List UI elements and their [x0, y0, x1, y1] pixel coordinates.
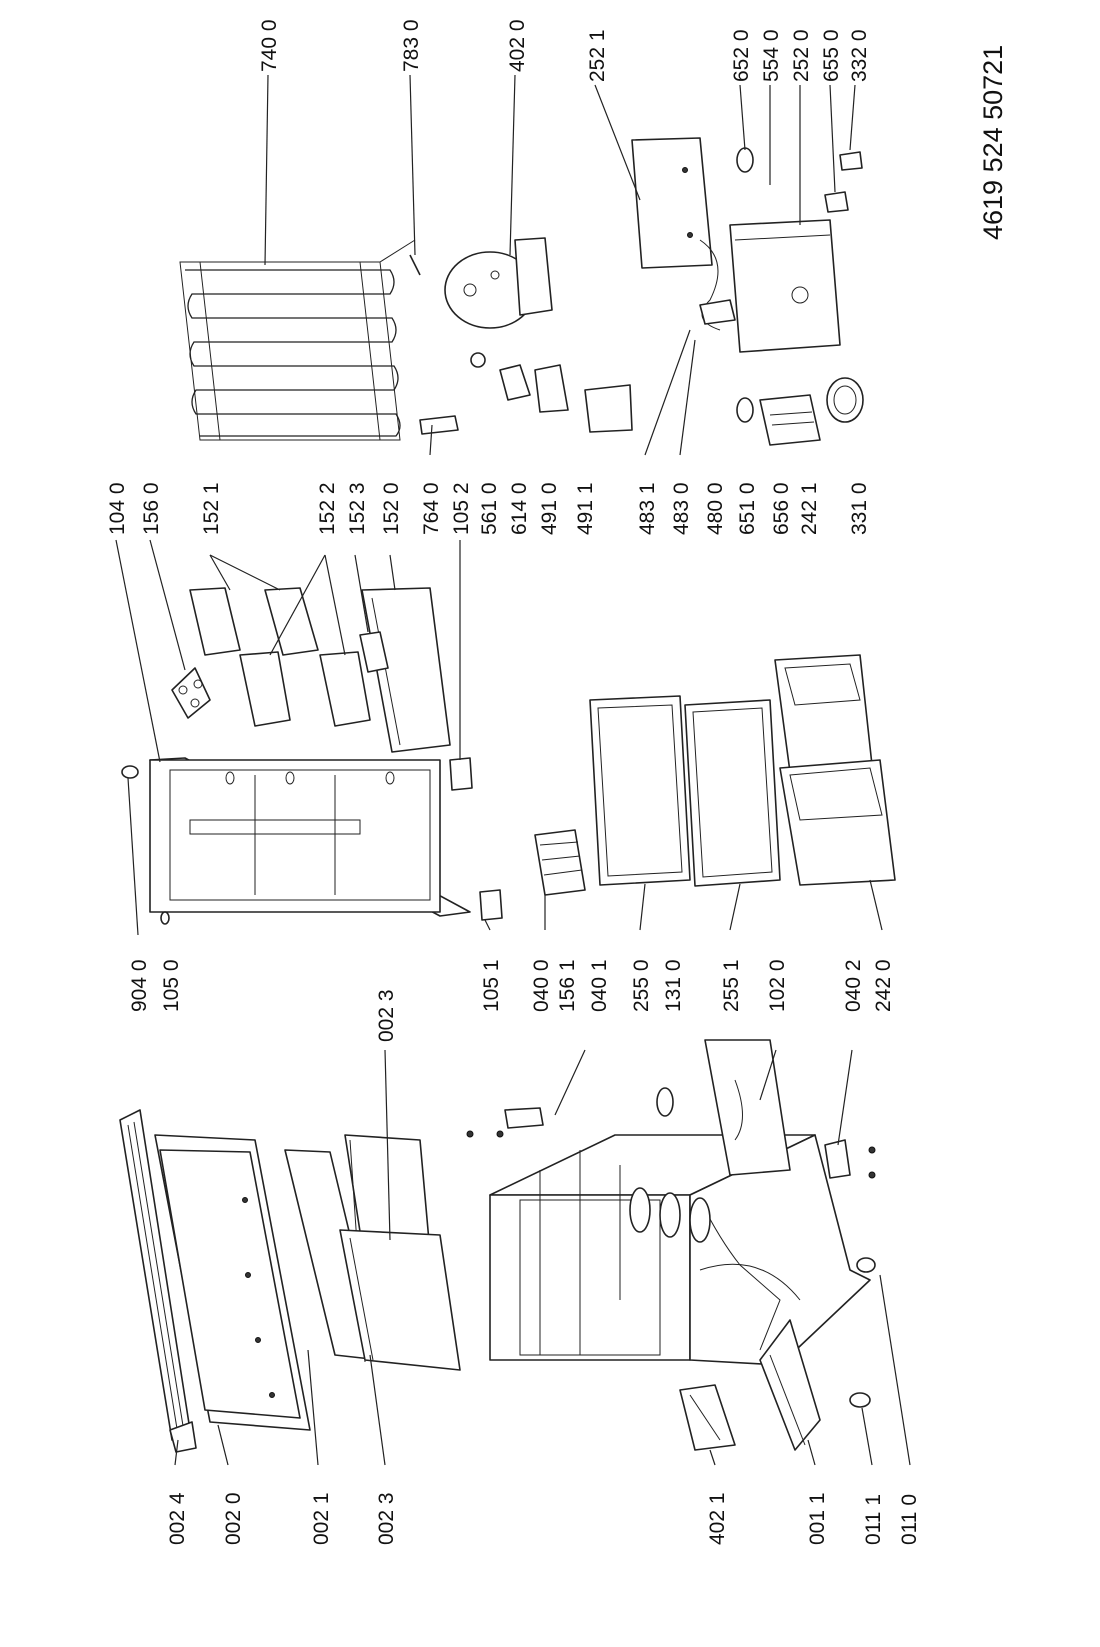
label-002-0: 002 0: [222, 1492, 245, 1545]
label-655-0: 655 0: [820, 29, 843, 82]
label-040-1: 040 1: [588, 959, 611, 1012]
leader-lines: [115, 74, 911, 1466]
label-011-1: 011 1: [862, 1494, 885, 1545]
door-gasket-bottom: [339, 1229, 461, 1371]
cabinet-base-rail: [759, 1319, 821, 1451]
thermostat-knob: [826, 377, 864, 423]
label-332-0: 332 0: [848, 29, 871, 82]
drain-tube: [409, 254, 421, 276]
lower-hinge: [824, 1139, 876, 1179]
label-483-1: 483 1: [636, 482, 659, 535]
label-255-0: 255 0: [630, 959, 653, 1012]
door-handle-part: [119, 1109, 197, 1453]
label-002-4: 002 4: [166, 1492, 189, 1545]
label-402-1: 402 1: [706, 1492, 729, 1545]
label-002-3-upper: 002 3: [375, 989, 398, 1042]
ice-cube-tray: [534, 829, 586, 896]
upper-hinge: [466, 1107, 544, 1138]
door-stop: [656, 1087, 674, 1117]
label-105-2: 105 2: [450, 482, 473, 535]
label-002-1: 002 1: [310, 1492, 333, 1545]
label-242-0: 242 0: [872, 959, 895, 1012]
glass-shelf-lower: [684, 699, 781, 887]
label-480-0: 480 0: [704, 482, 727, 535]
label-152-3: 152 3: [346, 482, 369, 535]
label-105-1: 105 1: [480, 959, 503, 1012]
part-labels: 002 4 002 0 002 1 002 3 002 3 402 1 001 …: [106, 19, 1008, 1545]
label-152-0: 152 0: [380, 482, 403, 535]
label-152-1: 152 1: [200, 482, 223, 535]
hinge-bracket-right: [449, 757, 503, 921]
door-shelf-small-a: [189, 587, 319, 656]
label-152-2: 152 2: [316, 482, 339, 535]
label-242-1: 242 1: [798, 482, 821, 535]
label-402-0: 402 0: [506, 19, 529, 72]
leveling-foot: [849, 1257, 876, 1408]
document-number: 4619 524 50721: [978, 45, 1008, 240]
label-331-0: 331 0: [848, 482, 871, 535]
wiring-harness: [699, 239, 736, 331]
label-740-0: 740 0: [258, 19, 281, 72]
cabinet-body: [489, 1134, 871, 1366]
label-252-0: 252 0: [790, 29, 813, 82]
door-shelf-large: [361, 587, 451, 753]
label-554-0: 554 0: [760, 29, 783, 82]
lamp-holder: [736, 147, 754, 423]
back-cover-plate: [631, 137, 713, 269]
label-904-0: 904 0: [128, 959, 151, 1012]
compressor: [444, 237, 553, 329]
thermostat-box: [679, 1384, 736, 1451]
label-491-1: 491 1: [574, 482, 597, 535]
door-shelf-small-b: [239, 651, 371, 727]
label-105-0: 105 0: [160, 959, 183, 1012]
label-002-3-lower: 002 3: [375, 1492, 398, 1545]
label-652-0: 652 0: [730, 29, 753, 82]
label-001-1: 001 1: [806, 1492, 829, 1545]
lamp-cover: [759, 394, 821, 446]
label-783-0: 783 0: [400, 19, 423, 72]
label-764-0: 764 0: [420, 482, 443, 535]
label-040-0: 040 0: [530, 959, 553, 1012]
label-561-0: 561 0: [478, 482, 501, 535]
label-156-1: 156 1: [556, 959, 579, 1012]
egg-tray: [171, 667, 211, 719]
hinge-cap: [121, 765, 170, 925]
label-483-0: 483 0: [670, 482, 693, 535]
door-liner: [149, 757, 471, 917]
label-040-2: 040 2: [842, 959, 865, 1012]
label-156-0: 156 0: [140, 482, 163, 535]
label-102-0: 102 0: [766, 959, 789, 1012]
label-651-0: 651 0: [736, 482, 759, 535]
label-252-1: 252 1: [586, 29, 609, 82]
crisper-drawer-right: [774, 654, 873, 773]
filter-drier: [419, 415, 459, 435]
relay-starter: [470, 352, 633, 433]
label-491-0: 491 0: [538, 482, 561, 535]
bottle-retainer: [359, 631, 389, 673]
crisper-drawer-left: [779, 759, 896, 886]
door-outer-panel: [154, 1134, 311, 1431]
label-255-1: 255 1: [720, 959, 743, 1012]
condenser-coil: [179, 239, 416, 441]
label-131-0: 131 0: [662, 959, 685, 1012]
label-104-0: 104 0: [106, 482, 129, 535]
glass-shelf-upper: [589, 695, 691, 886]
label-011-0: 011 0: [898, 1494, 921, 1545]
thermostat-housing: [729, 219, 841, 353]
light-switch: [824, 151, 863, 213]
label-656-0: 656 0: [770, 482, 793, 535]
label-614-0: 614 0: [508, 482, 531, 535]
